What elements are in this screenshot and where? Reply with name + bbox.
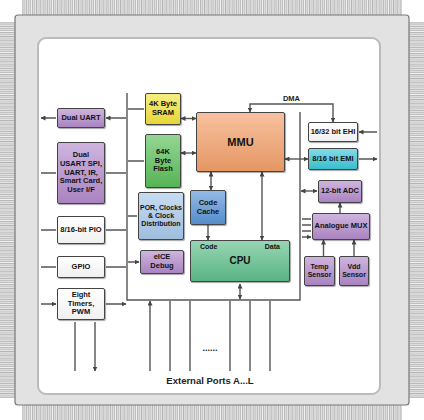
connector bbox=[210, 172, 211, 190]
block-label: Temp Sensor bbox=[306, 263, 333, 279]
block-label: 64K Byte Flash bbox=[147, 148, 179, 174]
connector bbox=[261, 172, 262, 240]
connector bbox=[181, 118, 196, 119]
bus-stub bbox=[239, 284, 240, 299]
block-label: 12-bit ADC bbox=[320, 187, 360, 196]
connector bbox=[181, 152, 196, 153]
cache-block: Code Cache bbox=[190, 190, 226, 225]
edge-label: DMA bbox=[281, 94, 302, 103]
block-label: eICE Debug bbox=[142, 253, 182, 270]
block-label: Eight Timers, PWM bbox=[59, 291, 103, 317]
debug-block: eICE Debug bbox=[140, 250, 184, 274]
cpu-block: Code DataCPU bbox=[190, 240, 290, 282]
connector bbox=[323, 240, 324, 256]
block-label: POR, Clocks & Clock Distribution bbox=[140, 204, 182, 228]
port-label: Data bbox=[265, 243, 280, 251]
sram-block: 4K Byte SRAM bbox=[145, 93, 181, 125]
diagram-label: External Ports A...L bbox=[40, 375, 380, 386]
block-label: 16/32 bit EHI bbox=[310, 128, 356, 137]
io-stub bbox=[359, 132, 377, 159]
mmu-block: MMU bbox=[196, 112, 285, 172]
port-row: Code Data bbox=[192, 243, 288, 251]
io-stub bbox=[41, 118, 56, 304]
diagram-label: ...... bbox=[196, 343, 224, 353]
connector bbox=[353, 240, 354, 256]
bus-line bbox=[127, 93, 300, 300]
timer-block: Eight Timers, PWM bbox=[57, 288, 105, 320]
block-label: Vdd Sensor bbox=[341, 263, 367, 279]
pio-block: 8/16-bit PIO bbox=[57, 216, 105, 244]
bus-stub bbox=[301, 190, 317, 191]
gpio-block: GPIO bbox=[57, 256, 105, 278]
block-label: MMU bbox=[198, 136, 283, 149]
block-label: Code Cache bbox=[192, 199, 224, 216]
sensor-block: Temp Sensor bbox=[304, 256, 335, 286]
connector bbox=[339, 203, 340, 213]
flash-block: 64K Byte Flash bbox=[145, 134, 181, 188]
block-label: 4K Byte SRAM bbox=[147, 100, 179, 117]
analogue-input bbox=[302, 219, 311, 237]
block-label: Dual UART bbox=[59, 114, 103, 123]
bus-stub bbox=[106, 118, 126, 304]
mux-block: Analogue MUX bbox=[312, 213, 370, 240]
adc-block: 12-bit ADC bbox=[318, 180, 362, 203]
package-body bbox=[15, 15, 409, 405]
emi-block: 8/16 bit EMI bbox=[308, 148, 358, 170]
usart-block: Dual USART SPI, UART, IR, Smart Card, Us… bbox=[57, 142, 105, 204]
block-label: 8/16-bit PIO bbox=[59, 226, 103, 235]
bus-lines bbox=[41, 93, 377, 371]
port-label: Code bbox=[200, 243, 218, 251]
block-label: Analogue MUX bbox=[314, 222, 368, 231]
connector bbox=[285, 158, 308, 159]
block-label: CPU bbox=[192, 255, 288, 267]
sensor-block: Vdd Sensor bbox=[339, 256, 369, 286]
block-label: Dual USART SPI, UART, IR, Smart Card, Us… bbox=[59, 151, 103, 194]
ehi-block: 16/32 bit EHI bbox=[308, 122, 358, 142]
connector bbox=[207, 225, 208, 240]
uart-block: Dual UART bbox=[57, 108, 105, 128]
block-label: 8/16 bit EMI bbox=[310, 155, 356, 164]
die-panel bbox=[38, 38, 380, 394]
block-label: GPIO bbox=[59, 263, 103, 272]
clock-block: POR, Clocks & Clock Distribution bbox=[138, 192, 184, 240]
